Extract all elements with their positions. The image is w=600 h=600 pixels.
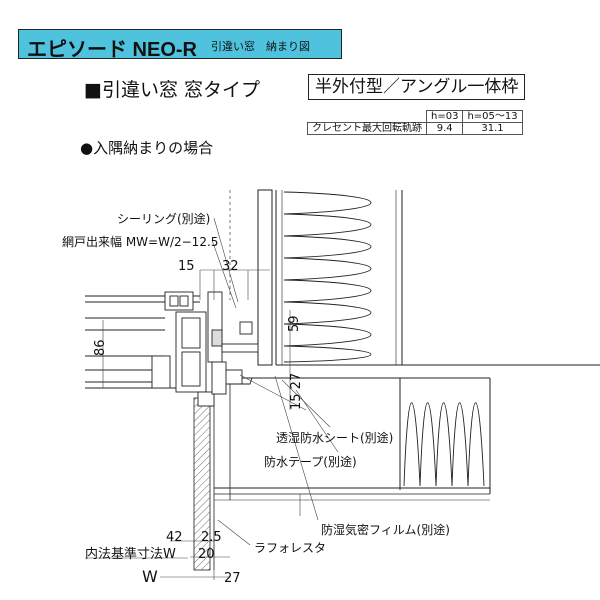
sealing-label: シーリング(別途)	[117, 211, 210, 226]
crescent-spec-table: h=03 h=05～13 クレセント最大回転軌跡 9.4 31.1	[307, 110, 523, 135]
upper-wall	[229, 189, 600, 366]
window-type-heading: ■引違い窓 窓タイプ	[84, 79, 260, 101]
dim-27: 27	[224, 571, 241, 586]
dim-42: 42	[166, 530, 183, 545]
dim-15-top: 15	[178, 259, 195, 274]
moisture-sheet-label: 透湿防水シート(別途)	[276, 430, 393, 445]
waterproof-tape-label: 防水テープ(別途)	[264, 454, 357, 469]
vapor-film-label: 防湿気密フィルム(別途)	[321, 522, 450, 537]
insulation-vertical	[403, 402, 485, 487]
frame-type-label: 半外付型／アングル一体枠	[308, 74, 526, 100]
sash-frame	[85, 291, 259, 407]
dim-20: 20	[198, 547, 215, 562]
title-bar: エピソード NEO-R 引違い窓 納まり図	[18, 29, 342, 61]
dim-86: 86	[93, 339, 108, 356]
section-title: ●入隅納まりの場合	[80, 139, 214, 157]
dim-15-27: 15 27	[289, 373, 304, 410]
product-subtitle: 引違い窓 納まり図	[211, 40, 310, 53]
inner-std-label: 内法基準寸法W	[85, 546, 176, 562]
leader-lines	[85, 217, 339, 580]
dim-2-5: 2.5	[201, 530, 222, 545]
table-row: クレセント最大回転軌跡 9.4 31.1	[307, 122, 523, 135]
screen-width-label: 網戸出来幅 MW=W/2−12.5	[62, 234, 218, 249]
w-label: W	[142, 567, 158, 586]
insulation-zigzag	[283, 191, 372, 363]
dim-32: 32	[222, 259, 239, 274]
table-cell: 9.4	[425, 122, 464, 135]
product-title: エピソード NEO-R	[27, 39, 197, 61]
table-cell: 31.1	[462, 122, 523, 135]
lath-label: ラフォレスタ	[254, 541, 326, 555]
dim-59: 59	[287, 315, 302, 332]
